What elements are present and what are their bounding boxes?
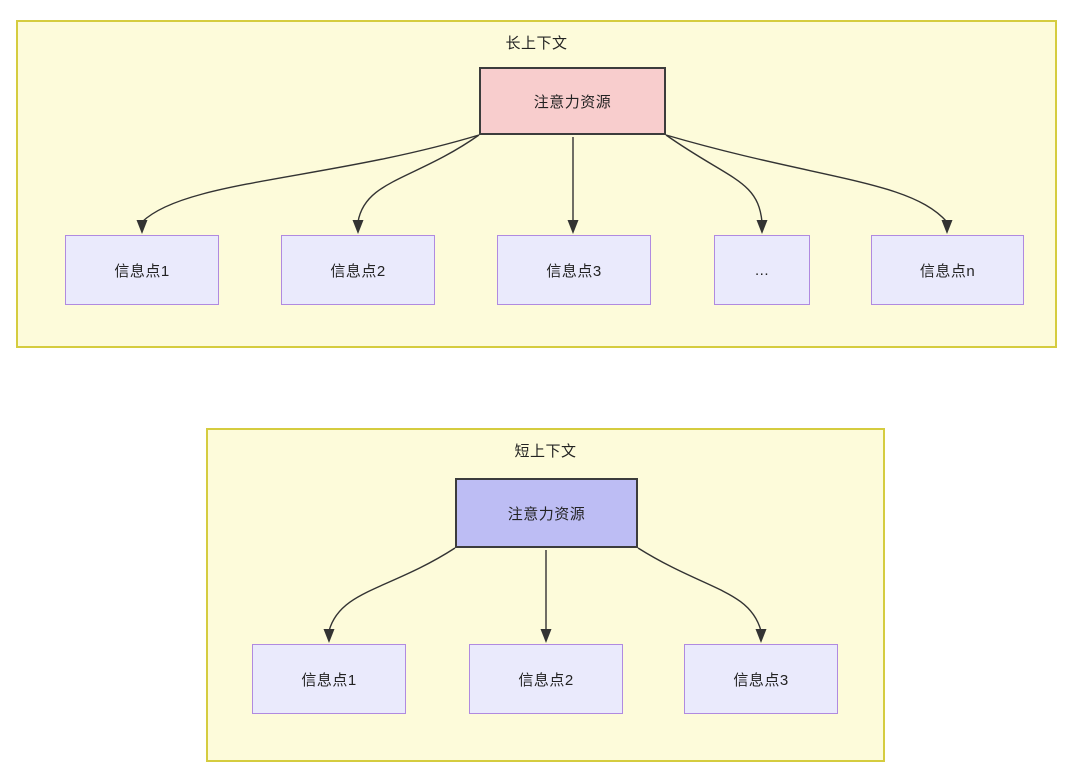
node-label: 信息点3 <box>733 671 789 689</box>
node-label: 信息点2 <box>330 262 386 280</box>
node-long-info-2[interactable]: 信息点2 <box>281 235 435 305</box>
node-label: 注意力资源 <box>507 505 586 523</box>
node-label: ... <box>754 261 769 279</box>
node-short-attention-resource[interactable]: 注意力资源 <box>455 478 638 548</box>
node-short-info-2[interactable]: 信息点2 <box>469 644 623 714</box>
node-label: 信息点2 <box>518 671 574 689</box>
node-label: 注意力资源 <box>533 93 612 111</box>
node-label: 信息点3 <box>546 262 602 280</box>
panel-long-context-title: 长上下文 <box>505 35 568 52</box>
node-label: 信息点1 <box>114 262 170 280</box>
node-long-info-n[interactable]: 信息点n <box>871 235 1024 305</box>
node-short-info-3[interactable]: 信息点3 <box>684 644 838 714</box>
node-label: 信息点1 <box>301 671 357 689</box>
node-label: 信息点n <box>919 262 976 280</box>
node-long-info-ellipsis[interactable]: ... <box>714 235 810 305</box>
panel-short-context-title: 短上下文 <box>514 443 577 460</box>
node-long-info-1[interactable]: 信息点1 <box>65 235 219 305</box>
node-long-info-3[interactable]: 信息点3 <box>497 235 651 305</box>
node-long-attention-resource[interactable]: 注意力资源 <box>479 67 666 135</box>
node-short-info-1[interactable]: 信息点1 <box>252 644 406 714</box>
